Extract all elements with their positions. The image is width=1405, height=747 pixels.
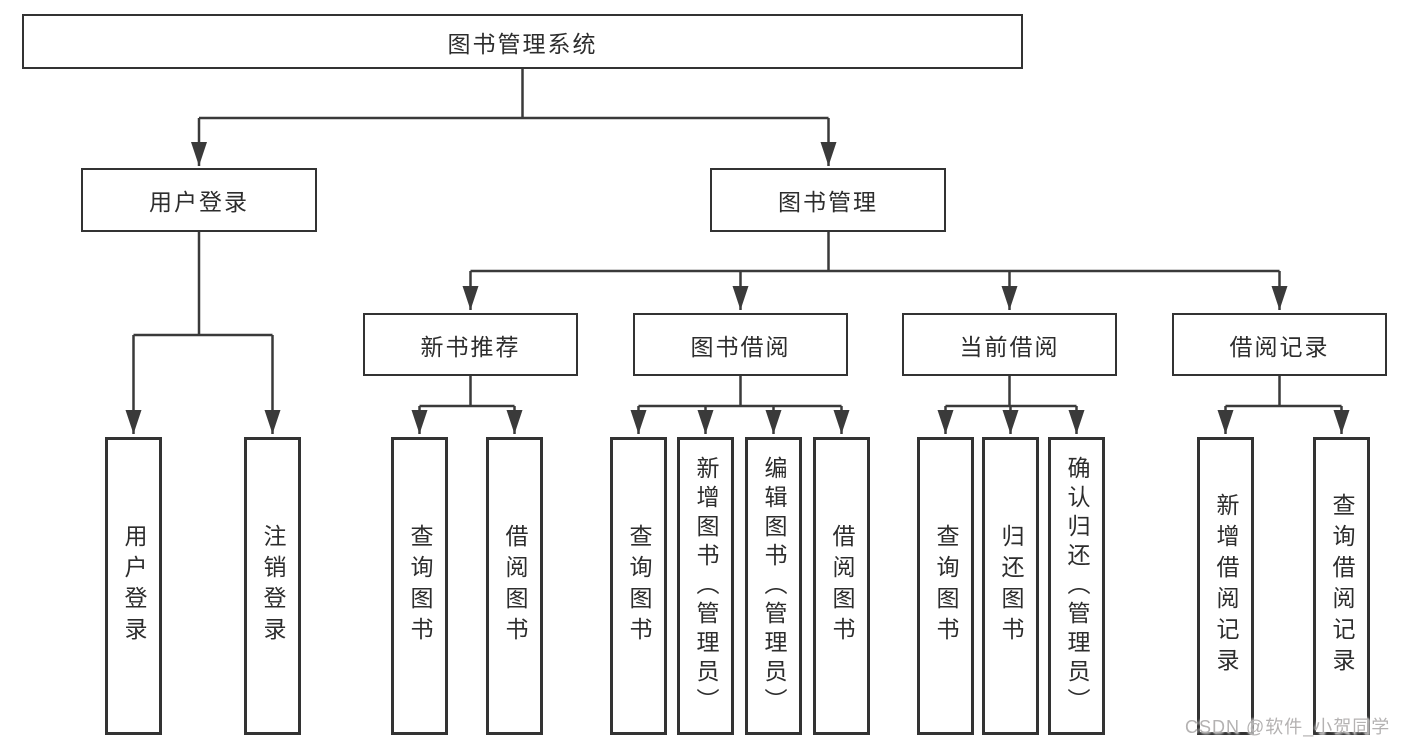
node-book-borrowing: 图书借阅 <box>633 313 848 376</box>
leaf-borrow-books-recommend: 借阅图书 <box>486 437 543 735</box>
leaf-add-books-admin: 新增图书（管理员） <box>677 437 734 735</box>
leaf-query-books-current: 查询图书 <box>917 437 974 735</box>
csdn-watermark: CSDN @软件_小贺同学 <box>1185 717 1391 737</box>
leaf-return-books: 归还图书 <box>982 437 1039 735</box>
leaf-logout: 注销登录 <box>244 437 301 735</box>
connectors <box>125 69 1350 434</box>
node-book-management-branch: 图书管理 <box>710 168 946 232</box>
leaf-confirm-return-admin: 确认归还（管理员） <box>1048 437 1105 735</box>
leaf-query-books-recommend: 查询图书 <box>391 437 448 735</box>
leaf-edit-books-admin: 编辑图书（管理员） <box>745 437 802 735</box>
leaf-query-borrow-record: 查询借阅记录 <box>1313 437 1370 735</box>
leaf-borrow-books: 借阅图书 <box>813 437 870 735</box>
leaf-add-borrow-record: 新增借阅记录 <box>1197 437 1254 735</box>
node-borrowing-records: 借阅记录 <box>1172 313 1387 376</box>
node-user-login-branch: 用户登录 <box>81 168 317 232</box>
leaf-query-books-borrow: 查询图书 <box>610 437 667 735</box>
leaf-user-login: 用户登录 <box>105 437 162 735</box>
node-root-system: 图书管理系统 <box>22 14 1023 69</box>
node-current-borrowing: 当前借阅 <box>902 313 1117 376</box>
node-new-book-recommend: 新书推荐 <box>363 313 578 376</box>
